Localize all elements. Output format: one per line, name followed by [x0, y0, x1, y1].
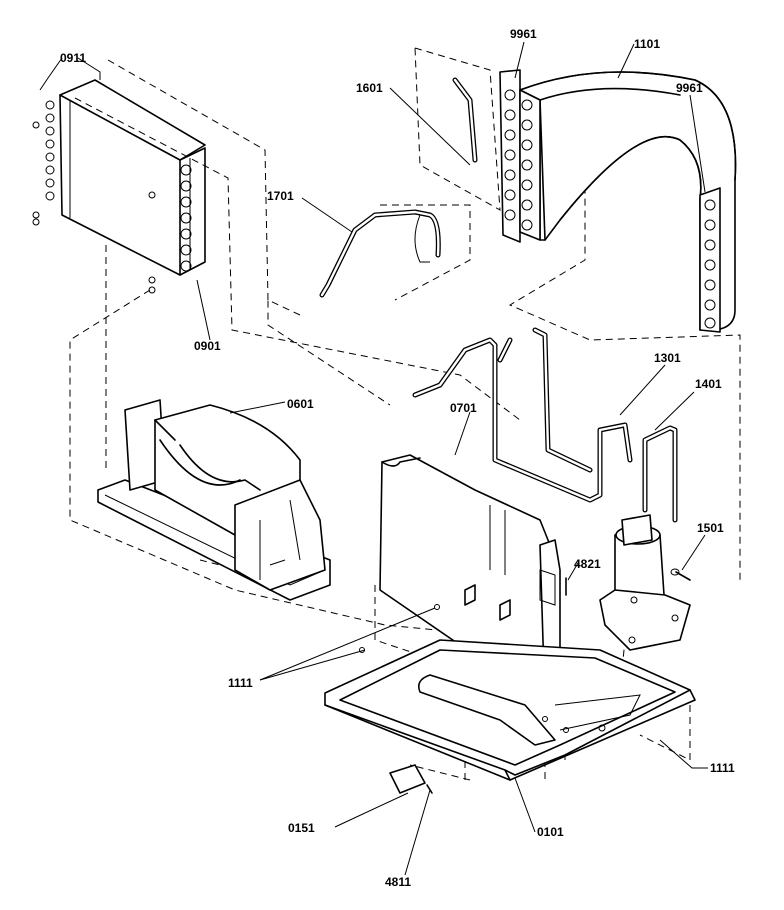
compressor [599, 514, 691, 651]
callout-0151: 0151 [288, 821, 315, 835]
callout-4821: 4821 [574, 557, 601, 571]
callout-1301: 1301 [654, 351, 681, 365]
callout-0901: 0901 [194, 339, 221, 353]
callout-9961-left: 9961 [510, 27, 537, 41]
callout-1601: 1601 [356, 81, 383, 95]
callout-0101: 0101 [537, 825, 564, 839]
callout-1101: 1101 [634, 37, 660, 51]
callout-0701: 0701 [450, 401, 477, 415]
callout-1501: 1501 [697, 521, 724, 535]
callout-1111-right: 1111 [710, 761, 735, 775]
evaporator-coil [519, 71, 737, 333]
discharge-tube-1301 [412, 327, 633, 503]
fan-shroud [97, 399, 331, 601]
callout-1401: 1401 [695, 377, 722, 391]
callout-1701: 1701 [267, 189, 294, 203]
callout-9961-right: 9961 [676, 81, 703, 95]
callout-0601: 0601 [287, 397, 314, 411]
callout-labels: 0911 9961 1101 9961 1601 1701 0901 0601 … [60, 27, 735, 889]
callout-0911: 0911 [60, 51, 86, 65]
leader-lines [39, 41, 708, 876]
callout-1111-left: 1111 [228, 676, 253, 690]
tube-sheet-9961-left [499, 69, 521, 243]
capillary-tube [319, 209, 441, 298]
suction-tube-1401 [642, 425, 678, 523]
condenser-coil [32, 79, 206, 294]
base-pan [324, 604, 696, 781]
bracket-0151 [389, 764, 426, 794]
callout-4811: 4811 [385, 875, 411, 889]
screw-4811 [426, 784, 433, 794]
bracket-1601 [452, 77, 478, 163]
compressor-bolt-1501 [670, 568, 691, 581]
